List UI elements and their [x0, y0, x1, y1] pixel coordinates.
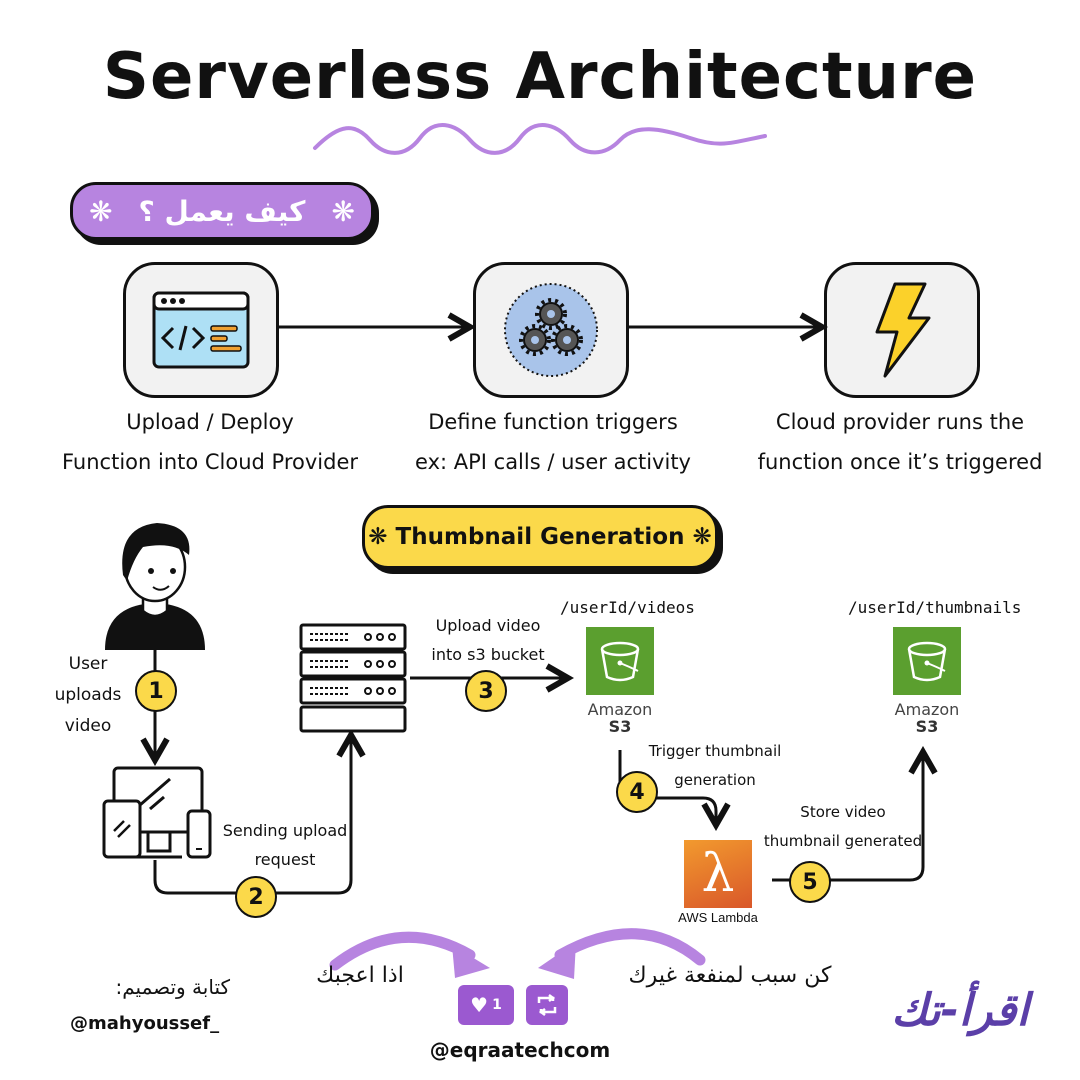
eqraa-tech-logo: اقرأ-تك [891, 985, 1029, 1036]
step-deploy-caption: Upload / Deploy Function into Cloud Prov… [30, 402, 390, 482]
caption-line: function once it’s triggered [757, 450, 1043, 474]
bucket-icon [600, 641, 640, 682]
step-number-badge: 3 [465, 670, 507, 712]
label-line: Store video [800, 803, 886, 821]
step-number-badge: 5 [789, 861, 831, 903]
sending-request-label: Sending upload request [215, 816, 355, 874]
s3-bucket-thumbnails [893, 627, 961, 695]
label-line: Trigger thumbnail [648, 742, 782, 760]
share-prompt: كن سبب لمنفعة غيرك [628, 963, 832, 988]
caption-line: Function into Cloud Provider [61, 450, 359, 474]
s3-thumbnails-label: Amazon S3 [877, 701, 977, 735]
thumbnail-generation-pill: ❋ Thumbnail Generation ❋ [362, 505, 718, 569]
site-handle: @eqraatechcom [429, 1038, 611, 1062]
store-thumbnail-label: Store video thumbnail generated [758, 798, 928, 856]
title-underline-squiggle [313, 123, 767, 155]
thumbnail-generation-label: Thumbnail Generation [395, 524, 685, 550]
devices-icon [102, 766, 212, 859]
label-line: S3 [915, 717, 939, 736]
retweet-button[interactable] [526, 985, 568, 1025]
heart-icon: ♥ [470, 993, 489, 1017]
step-number-badge: 4 [616, 771, 658, 813]
step-number-badge: 1 [135, 670, 177, 712]
label-line: Amazon [587, 700, 653, 719]
label-line: generation [674, 771, 756, 789]
step-runs-caption: Cloud provider runs the function once it… [735, 402, 1065, 482]
aws-lambda-label: AWS Lambda [678, 910, 758, 925]
s3-videos-label: Amazon S3 [570, 701, 670, 735]
star-icon: ❋ [331, 194, 355, 228]
page-title: Serverless Architecture [102, 40, 978, 114]
user-avatar-icon [105, 523, 205, 650]
retweet-icon [537, 994, 557, 1016]
label-line: request [254, 850, 316, 869]
label-line: video [64, 716, 112, 736]
star-icon: ❋ [692, 524, 712, 550]
how-it-works-label: كيف يعمل ؟ [138, 194, 306, 228]
how-it-works-pill: ❋ كيف يعمل ؟ ❋ [70, 182, 374, 240]
like-button[interactable]: ♥ 1 [458, 985, 514, 1025]
caption-line: ex: API calls / user activity [415, 450, 691, 474]
star-icon: ❋ [368, 524, 388, 550]
upload-video-label: Upload video into s3 bucket [418, 611, 558, 669]
label-line: Sending upload [222, 821, 348, 840]
server-icon [299, 623, 407, 733]
gears-icon [504, 283, 598, 377]
star-icon: ❋ [89, 194, 113, 228]
step-deploy-box [123, 262, 279, 398]
step-runs-box [824, 262, 980, 398]
s3-bucket-videos [586, 627, 654, 695]
label-line: uploads [54, 685, 122, 705]
aws-lambda-icon: λ [684, 840, 752, 908]
bucket-icon [907, 641, 947, 682]
credit-title: كتابة وتصميم: [115, 975, 230, 999]
label-line: User [68, 654, 108, 674]
lightning-icon [875, 282, 931, 378]
credit-handle: @mahyoussef_ [70, 1013, 220, 1034]
caption-line: Upload / Deploy [126, 410, 294, 434]
code-window-icon [152, 291, 250, 369]
label-line: S3 [608, 717, 632, 736]
like-prompt: اذا اعجبك [316, 963, 404, 988]
videos-path-label: /userId/videos [560, 598, 695, 617]
trigger-generation-label: Trigger thumbnail generation [640, 737, 790, 795]
label-line: into s3 bucket [431, 645, 545, 664]
step-triggers-box [473, 262, 629, 398]
caption-line: Define function triggers [428, 410, 678, 434]
label-line: Amazon [894, 700, 960, 719]
like-count: 1 [492, 997, 502, 1013]
step-number-badge: 2 [235, 876, 277, 918]
label-line: Upload video [435, 616, 541, 635]
user-uploads-label: User uploads video [48, 649, 128, 742]
thumbnails-path-label: /userId/thumbnails [848, 598, 1022, 617]
caption-line: Cloud provider runs the [775, 410, 1025, 434]
step-triggers-caption: Define function triggers ex: API calls /… [378, 402, 728, 482]
label-line: thumbnail generated [763, 832, 923, 850]
